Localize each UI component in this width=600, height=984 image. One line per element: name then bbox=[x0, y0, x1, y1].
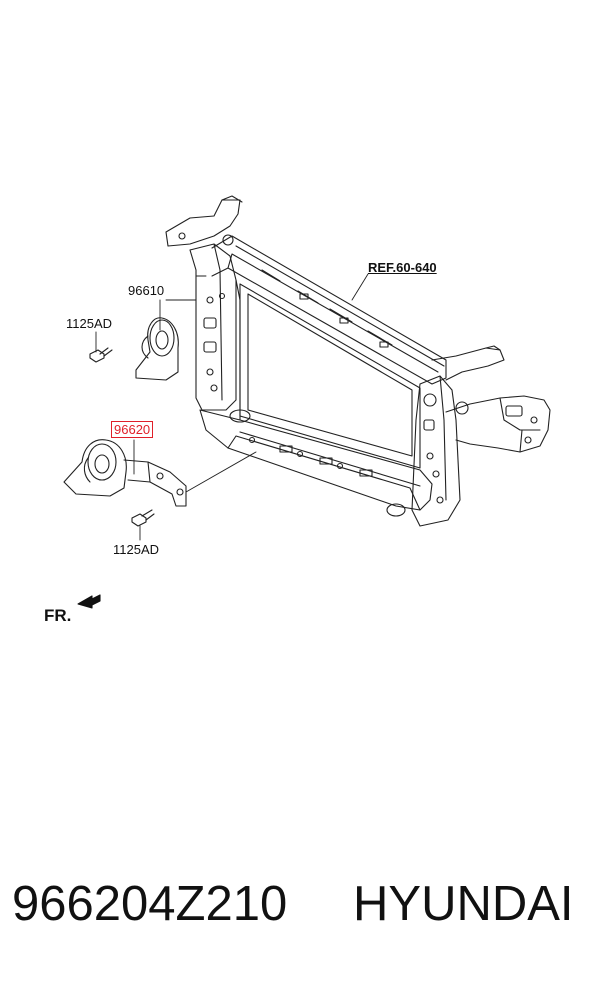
ref-label: REF.60-640 bbox=[368, 260, 437, 275]
part-number: 966204Z210 bbox=[12, 877, 288, 931]
leader-lines bbox=[95, 273, 369, 541]
bolt-label-top: 1125AD bbox=[66, 316, 113, 331]
bolt-label-bottom: 1125AD bbox=[113, 542, 160, 557]
bolt-top bbox=[89, 347, 113, 363]
horn-96620 bbox=[63, 439, 187, 507]
horn-96610 bbox=[135, 317, 179, 381]
part-label-96620-highlighted: 96620 bbox=[111, 421, 154, 438]
radiator-support-frame bbox=[165, 195, 551, 527]
front-label: FR. bbox=[44, 606, 72, 625]
front-arrow-icon bbox=[77, 594, 101, 609]
brand-name: HYUNDAI bbox=[353, 877, 574, 931]
part-label-96610: 96610 bbox=[128, 283, 165, 298]
bolt-bottom bbox=[131, 509, 155, 527]
